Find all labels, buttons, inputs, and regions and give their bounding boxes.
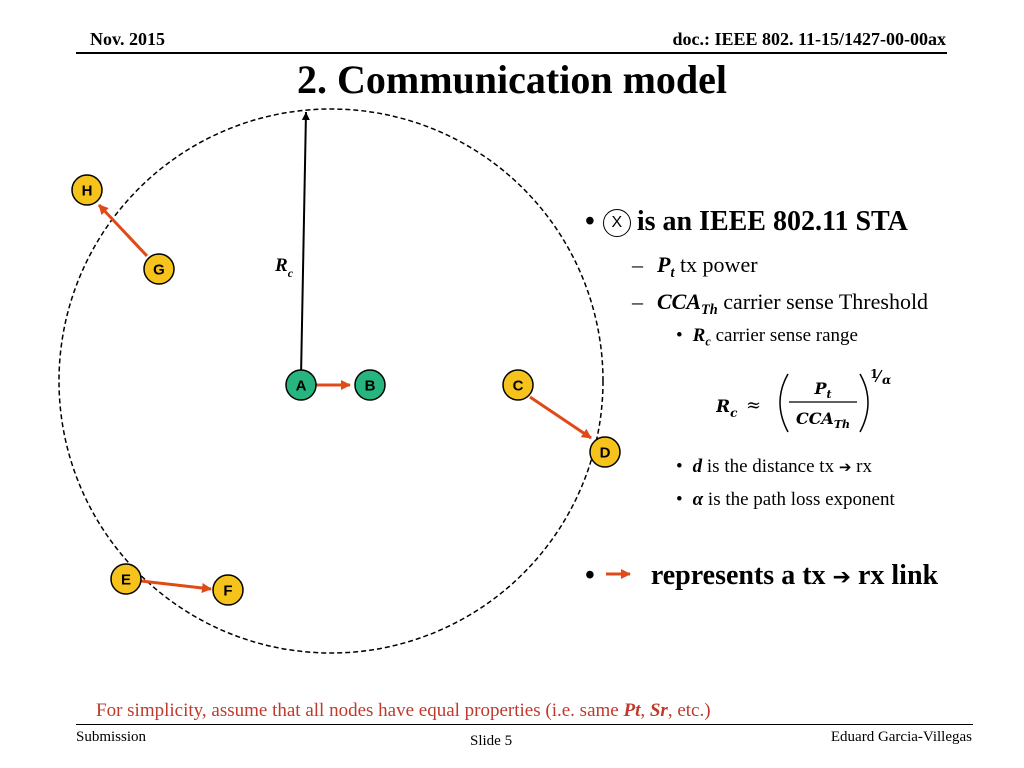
note-pt: Pt (623, 700, 641, 721)
carrier-sense-range-circle (58, 108, 604, 654)
bullet-dot: • (676, 456, 683, 477)
dash: – (632, 289, 643, 314)
bullet-pt: –Pt tx power (632, 252, 758, 282)
d-text2: rx (856, 456, 872, 477)
pt-sub: t (670, 265, 675, 281)
node-a: A (285, 369, 317, 401)
footer-author: Eduard Garcia-Villegas (830, 729, 972, 745)
svg-text:B: B (365, 378, 376, 395)
note-sr: Sr (649, 700, 668, 721)
alpha-var: α (692, 489, 704, 510)
node-c: C (502, 369, 534, 401)
footer-divider (76, 724, 973, 725)
svg-text:A: A (296, 378, 307, 395)
link-arrow-e-f (140, 579, 212, 593)
svg-text:≈: ≈ (746, 395, 761, 416)
slide-title: 2. Communication model (297, 57, 727, 102)
rc-sub: c (705, 334, 711, 349)
bullet-dot: • (585, 560, 595, 591)
cca-var: CCA (657, 289, 702, 314)
bullet-dot: • (585, 206, 595, 237)
svg-text:1: 1 (870, 367, 878, 381)
svg-text:Pt: Pt (813, 379, 831, 401)
svg-text:CCATh: CCATh (796, 409, 850, 431)
header-date: Nov. 2015 (90, 29, 166, 49)
bullet-rc: • Rc carrier sense range (676, 325, 858, 349)
radius-arrow (300, 111, 310, 378)
svg-text:F: F (223, 583, 232, 600)
footer-slide-number: Slide 5 (470, 733, 513, 749)
link-text2: rx link (857, 560, 939, 591)
node-d: D (589, 436, 621, 468)
right-arrow-icon: ➔ (838, 458, 852, 476)
bullet-dot: • (676, 325, 683, 346)
header-divider (76, 52, 947, 54)
pt-var: P (657, 252, 671, 277)
node-g: G (143, 253, 175, 285)
rc-text: carrier sense range (715, 325, 858, 346)
svg-text:α: α (882, 373, 891, 387)
link-text: represents a tx (650, 560, 826, 591)
alpha-text: is the path loss exponent (707, 489, 895, 510)
header-doc-id: doc.: IEEE 802. 11-15/1427-00-00ax (672, 29, 946, 49)
cca-sub: Th (701, 302, 718, 318)
bullet-cca: –CCATh carrier sense Threshold (632, 289, 928, 319)
simplicity-note: For simplicity, assume that all nodes ha… (96, 700, 711, 721)
svg-text:C: C (513, 378, 524, 395)
station-icon: X (602, 209, 631, 237)
cca-text: carrier sense Threshold (723, 289, 929, 314)
svg-text:H: H (82, 183, 93, 200)
node-h: H (71, 174, 103, 206)
d-var: d (692, 456, 703, 477)
rc-var: R (692, 325, 706, 346)
d-text: is the distance tx (706, 456, 835, 477)
link-arrow-g-h (97, 203, 149, 258)
svg-text:G: G (153, 262, 165, 279)
bullet-dot: • (676, 489, 683, 510)
bullet-alpha: • α is the path loss exponent (676, 489, 895, 511)
carrier-sense-formula: Rc ≈ Pt CCATh 1 α (716, 367, 891, 433)
pt-text: tx power (679, 252, 758, 277)
svg-text:Rc: Rc (716, 397, 738, 420)
svg-text:D: D (600, 445, 611, 462)
node-f: F (212, 574, 244, 606)
node-b: B (354, 369, 386, 401)
bullet-distance: • d is the distance tx ➔ rx (676, 456, 872, 478)
radius-label: Rc (274, 255, 294, 280)
right-arrow-icon: ➔ (832, 565, 851, 590)
dash: – (632, 252, 643, 277)
link-arrow-c-d (529, 395, 592, 440)
bullet-sta-text: is an IEEE 802.11 STA (636, 206, 908, 237)
bullet-link: • represents a tx ➔ rx link (585, 560, 938, 592)
node-e: E (110, 563, 142, 595)
footer-submission: Submission (76, 729, 147, 745)
svg-text:E: E (121, 572, 131, 589)
